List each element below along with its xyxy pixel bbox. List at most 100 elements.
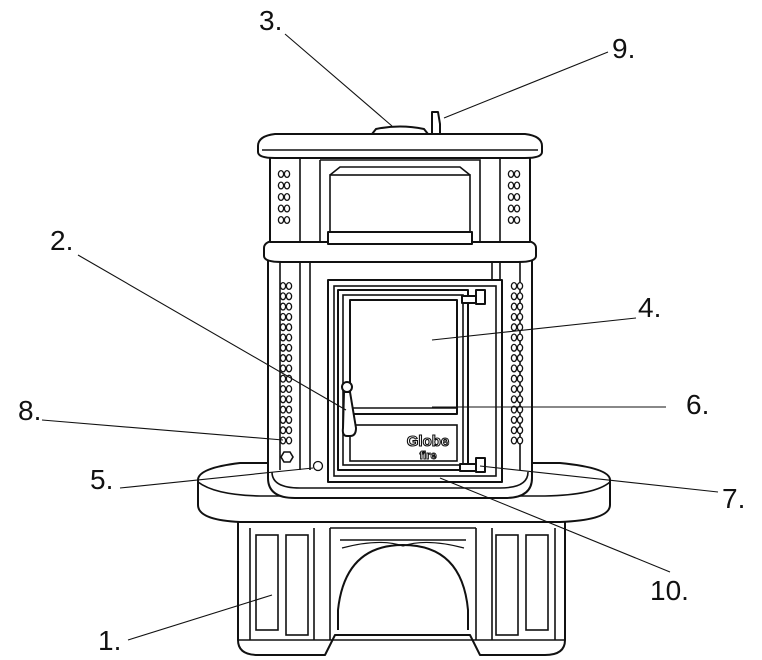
vent-hole (510, 354, 518, 363)
vent-hole (516, 395, 524, 404)
vent-holes-right (510, 281, 524, 445)
leader-10 (439, 477, 671, 573)
part-labels: 3. 9. 2. 4. 6. 8. 5. 7. 10. 1. (18, 5, 745, 656)
label-8: 8. (18, 395, 41, 426)
vent-hole (285, 426, 293, 435)
label-6: 6. (686, 389, 709, 420)
vent-hole (279, 343, 287, 352)
vent-hole (513, 169, 521, 179)
vent-hole (516, 415, 524, 424)
vent-hole (283, 215, 291, 225)
vent-hole (507, 215, 515, 225)
leader-1 (127, 594, 273, 641)
vent-hole (285, 292, 293, 301)
vent-hole (279, 312, 287, 321)
vent-hole (510, 364, 518, 373)
stove-upper-body (269, 149, 531, 245)
vent-hole (513, 181, 521, 190)
upper-lip (327, 231, 473, 245)
air-control-knob (312, 460, 324, 472)
vent-hole (516, 312, 524, 321)
vent-hole (279, 395, 287, 404)
vent-hole (283, 204, 291, 213)
label-9: 9. (612, 33, 635, 64)
vent-hole (279, 415, 287, 424)
vent-hole (285, 281, 293, 291)
vent-hole (285, 354, 293, 363)
vent-hole (279, 302, 287, 311)
stove-door: Globe fire (337, 289, 486, 473)
leader-2 (77, 254, 347, 411)
vent-hole (279, 323, 287, 332)
vent-hole (279, 405, 287, 414)
vent-hole (285, 415, 293, 424)
vent-hole (279, 364, 287, 373)
vent-hole (510, 415, 518, 424)
vent-hole (507, 204, 515, 213)
vent-hole (516, 333, 524, 342)
leader-lines (41, 33, 719, 641)
label-5: 5. (90, 464, 113, 495)
vent-hole (510, 426, 518, 435)
vent-hole (510, 281, 518, 291)
vent-hole (277, 215, 285, 225)
vent-hole (277, 181, 285, 190)
vent-hole (283, 192, 291, 202)
vent-hole (285, 364, 293, 373)
vent-hole (516, 302, 524, 311)
vent-hole (516, 281, 524, 291)
vent-hole (283, 181, 291, 190)
leader-8 (41, 419, 284, 441)
vent-hole (510, 436, 518, 445)
vent-hole (285, 395, 293, 404)
vent-hole (277, 192, 285, 202)
logo-plate (349, 424, 458, 462)
leader-4 (431, 317, 637, 341)
label-10: 10. (650, 575, 689, 606)
vent-hole (279, 374, 287, 383)
vent-hole (510, 384, 518, 394)
vent-holes-left (279, 281, 293, 445)
door-logo-line2: fire (419, 450, 436, 462)
flue-collar (371, 125, 429, 135)
vent-hole (277, 169, 285, 179)
leader-9 (443, 51, 609, 119)
label-1: 1. (98, 625, 121, 656)
leader-3 (284, 33, 393, 127)
door-glass (349, 299, 458, 415)
vent-hole (516, 323, 524, 332)
vent-hole (516, 384, 524, 394)
vent-hole (285, 323, 293, 332)
vent-hole (513, 204, 521, 213)
vent-hole (510, 395, 518, 404)
leader-5 (119, 467, 314, 489)
vent-hole (510, 302, 518, 311)
vent-hole (516, 405, 524, 414)
vent-hole (516, 426, 524, 435)
vent-hole (279, 426, 287, 435)
vent-hole (285, 333, 293, 342)
vent-hole (516, 364, 524, 373)
vent-hole (285, 302, 293, 311)
vent-hole (516, 436, 524, 445)
vent-hole (510, 312, 518, 321)
leader-7 (479, 465, 719, 493)
vent-hole (279, 292, 287, 301)
vent-hole (510, 333, 518, 342)
vent-hole (285, 384, 293, 394)
vent-hole (510, 323, 518, 332)
door-hinge-bottom (459, 457, 486, 473)
vent-hole (513, 192, 521, 202)
vent-hole (513, 215, 521, 225)
door-handle (341, 381, 357, 437)
vent-hole (279, 281, 287, 291)
vent-hole (279, 436, 287, 445)
vent-hole (285, 436, 293, 445)
vent-holes-upper-right (507, 169, 521, 225)
vent-hole (516, 374, 524, 383)
vent-hole (277, 204, 285, 213)
vent-hole (507, 169, 515, 179)
door-hinge-top (461, 289, 486, 305)
lower-vent-plug (280, 451, 294, 463)
vent-hole (510, 374, 518, 383)
